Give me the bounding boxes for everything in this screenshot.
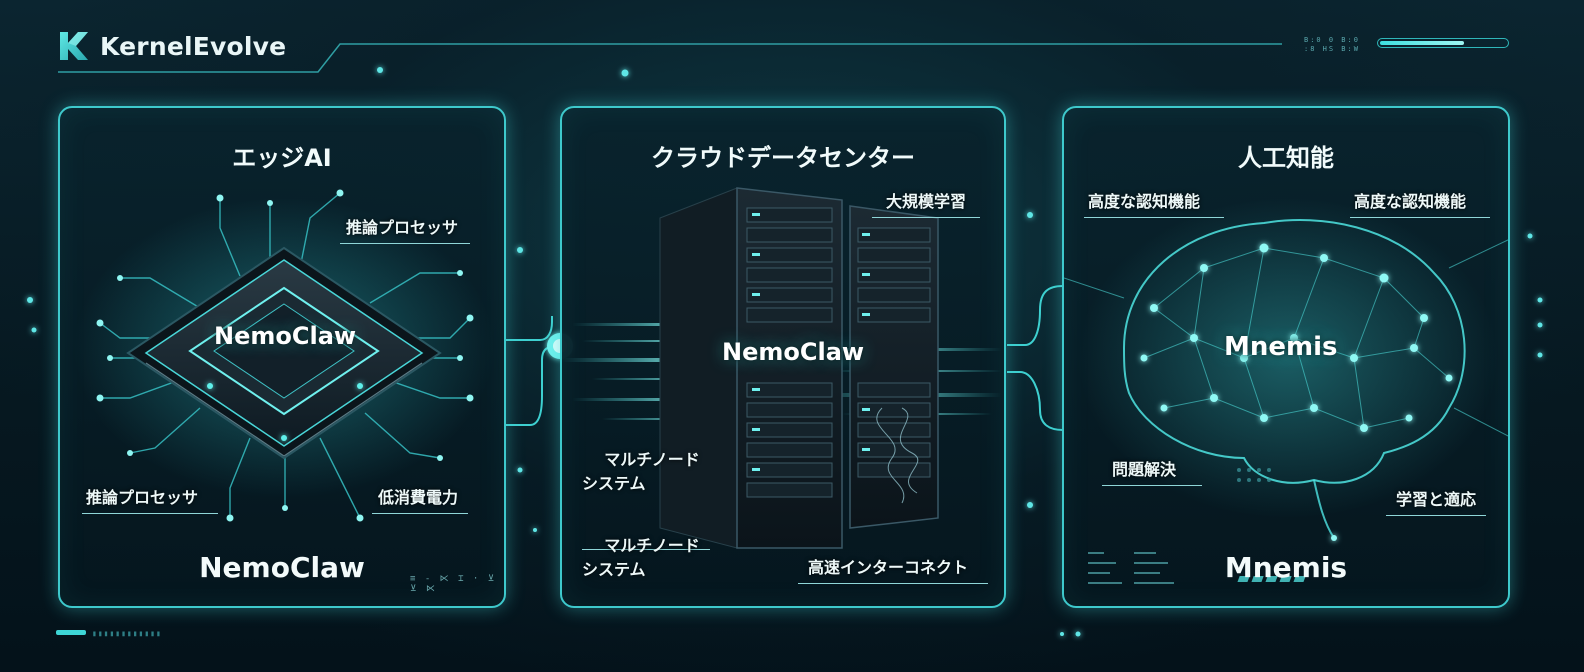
progress-fill: [1380, 41, 1465, 45]
callout-problem-solving: 問題解決: [1102, 456, 1202, 486]
brand-name[interactable]: KernelEvolve: [100, 31, 287, 61]
footer-dots: ▮▮▮▮▮▮▮▮▮▮▮▮: [92, 629, 162, 638]
callout-text: 高度な認知機能: [1088, 192, 1201, 211]
callout-advanced-cognition-2: 高度な認知機能: [1350, 188, 1490, 218]
hud-line: B:0 0 B:0: [1304, 36, 1360, 44]
callout-text: 大規模学習: [886, 192, 967, 211]
callout-text: 低消費電力: [378, 488, 459, 507]
callout-large-scale-training: 大規模学習: [872, 188, 980, 218]
chip-icon: [74, 189, 494, 522]
callout-text: 高度な認知機能: [1354, 192, 1467, 211]
server-label: NemoClaw: [722, 338, 865, 366]
hud-readout: B:0 0 B:0 :8 HS B:W: [1304, 36, 1360, 54]
callout-inference-processor-2: 推論プロセッサ: [82, 484, 218, 514]
chip-label: NemoClaw: [214, 322, 357, 350]
callout-multi-node-1: マルチノード システム: [582, 424, 710, 550]
callout-text: マルチノード システム: [582, 536, 700, 579]
panel-title: クラウドデータセンター: [651, 144, 915, 172]
callout-text: 推論プロセッサ: [346, 218, 459, 237]
server-rack-icon: [562, 187, 1002, 549]
callout-advanced-cognition-1: 高度な認知機能: [1084, 188, 1224, 218]
hud-line: :8 HS B:W: [1304, 45, 1360, 53]
deco-glyphs: ≡ - ⋉ ⌶ · ⊻ ⊻ ⋉: [410, 574, 497, 594]
callout-low-power: 低消費電力: [372, 484, 468, 514]
panel-title: 人工知能: [1238, 144, 1334, 172]
panel-footer: Mnemis: [1224, 551, 1348, 584]
footer-accent-bar: [56, 630, 86, 635]
brain-label: Mnemis: [1224, 332, 1338, 362]
callout-high-speed-interconnect: 高速インターコネクト: [798, 554, 988, 584]
k-logo-icon: [60, 32, 88, 60]
panel-footer: NemoClaw: [199, 551, 365, 584]
callout-learning-adaptation: 学習と適応: [1386, 486, 1486, 516]
callout-multi-node-2: マルチノード システム: [582, 510, 700, 606]
panel-artificial-intelligence[interactable]: 人工知能 Mnemis 高度な認知機能 高度な認知機能 問題解決 学習と適応 M…: [1062, 106, 1510, 608]
callout-text: 推論プロセッサ: [86, 488, 199, 507]
header-progress-bar: [1377, 38, 1509, 48]
callout-text: マルチノード システム: [582, 450, 700, 493]
callout-inference-processor: 推論プロセッサ: [340, 214, 470, 244]
callout-text: 高速インターコネクト: [808, 558, 969, 577]
callout-text: 問題解決: [1112, 460, 1177, 479]
panel-cloud-datacenter[interactable]: クラウドデータセンター NemoClaw 大規模学習 マルチノード システム マ…: [560, 106, 1006, 608]
panel-title: エッジAI: [232, 144, 332, 172]
panel-connector-right: [1007, 285, 1064, 431]
brain-network-icon: [1064, 198, 1508, 584]
callout-text: 学習と適応: [1396, 490, 1477, 509]
panel-edge-ai[interactable]: エッジAI NemoClaw 推論プロセッサ 推論プロセッサ 低消費電力 Nem…: [58, 106, 506, 608]
glow-dots: [27, 67, 1543, 637]
app-header: KernelEvolve: [58, 26, 286, 66]
